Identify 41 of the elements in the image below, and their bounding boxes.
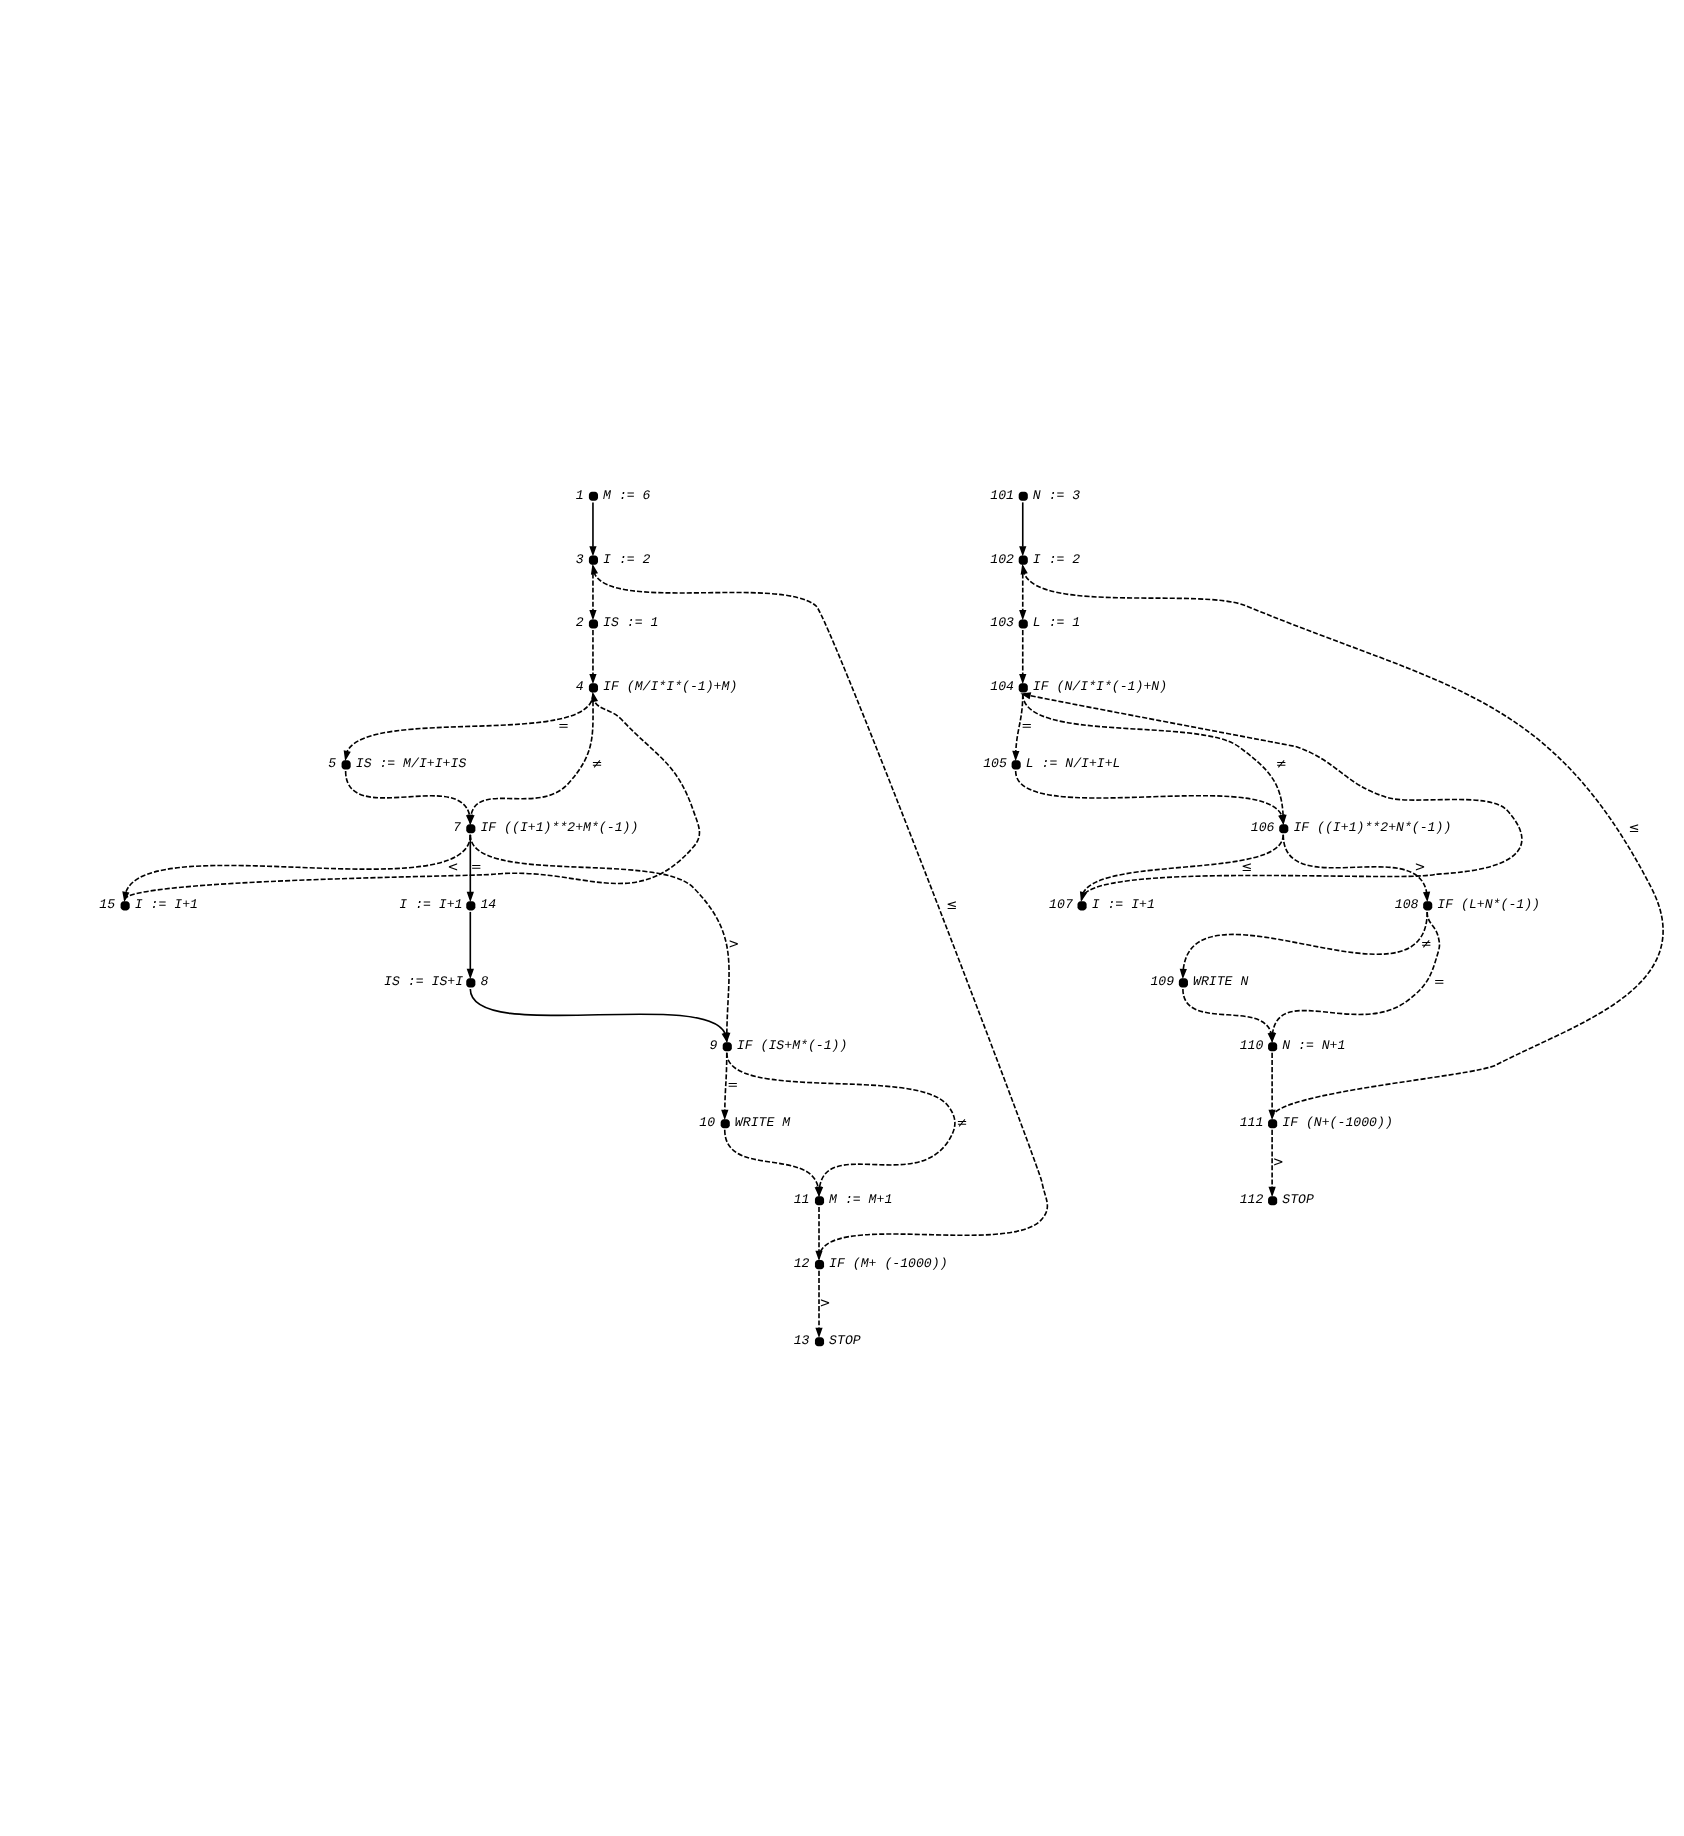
arrow xyxy=(122,833,472,902)
node-circle xyxy=(814,1336,825,1346)
arrow xyxy=(589,500,597,556)
arrow xyxy=(1268,1128,1276,1197)
arrow xyxy=(721,1051,729,1120)
node-circle xyxy=(722,1041,732,1051)
arrow xyxy=(589,628,597,684)
node-circle xyxy=(588,618,599,628)
node-circle xyxy=(588,554,599,564)
node-circle xyxy=(814,1259,825,1269)
node-circle xyxy=(1423,900,1433,910)
node-circle xyxy=(1018,554,1028,564)
node-circle xyxy=(466,823,476,833)
node-circle xyxy=(1077,900,1087,910)
node-circle xyxy=(1018,490,1028,500)
arrow xyxy=(466,910,474,979)
node-circle xyxy=(1018,618,1028,628)
node-circle xyxy=(814,1195,825,1205)
node-circle xyxy=(466,977,476,987)
node-circle xyxy=(1268,1041,1278,1051)
node-circle xyxy=(120,900,130,910)
node-circle xyxy=(1268,1195,1278,1205)
arrow xyxy=(1019,564,1027,620)
node-circle xyxy=(720,1118,730,1128)
node-circle xyxy=(466,900,476,910)
node-circle xyxy=(1178,977,1188,987)
node-circle xyxy=(588,490,599,500)
node-circle xyxy=(1268,1118,1278,1128)
arrow xyxy=(1019,628,1027,684)
arrow xyxy=(815,1268,823,1338)
node-circle xyxy=(1279,823,1289,833)
arrow xyxy=(1179,910,1428,979)
node-circle xyxy=(341,759,351,769)
node-circle xyxy=(1018,682,1028,692)
arrow xyxy=(123,690,701,900)
arrow xyxy=(1282,833,1431,902)
node-circle xyxy=(588,682,599,692)
arrow xyxy=(466,833,474,902)
arrow xyxy=(1019,500,1027,556)
node-circle xyxy=(1011,759,1021,769)
arrow xyxy=(589,564,597,620)
